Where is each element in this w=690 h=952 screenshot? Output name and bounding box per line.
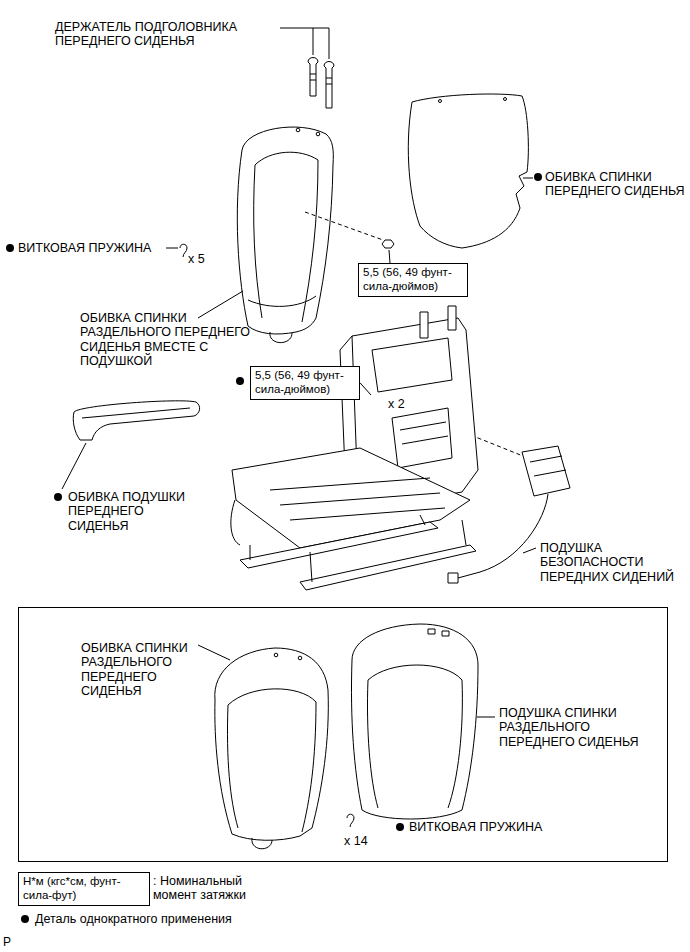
- part-name: ВИТКОВАЯ ПРУЖИНА: [409, 820, 542, 834]
- leader-line: [198, 645, 230, 660]
- part-name: ДЕРЖАТЕЛЬ ПОДГОЛОВНИКА ПЕРЕДНЕГО СИДЕНЬЯ: [55, 20, 280, 49]
- torque-spec-box: 5,5 (56, 49 фунт-сила-дюймов): [358, 263, 468, 297]
- seat-back-pad-alt: [367, 665, 462, 808]
- seat-cushion-cover: [82, 408, 190, 418]
- part-name: ОБИВКА СПИНКИ РАЗДЕЛЬНОГО ПЕРЕДНЕГО СИДЕ…: [81, 641, 211, 699]
- airbag: [530, 456, 566, 476]
- leader-line: [523, 178, 533, 179]
- leader-line: [62, 443, 86, 489]
- leader-line: [523, 548, 536, 553]
- seat-back-pad: [270, 332, 292, 343]
- seat-back-pad: [248, 152, 318, 322]
- seat-back-board: [439, 100, 442, 103]
- seat-cushion-cover: [73, 401, 199, 440]
- seat-back-cover: [215, 648, 329, 840]
- torque-spec-box: 5,5 (56, 49 фунт-сила-дюймов): [250, 366, 360, 400]
- seat-frame: [448, 306, 456, 330]
- legend-text: Деталь однократного применения: [35, 912, 232, 926]
- seat-back-board: [504, 98, 507, 101]
- single-use-dot: [236, 377, 244, 385]
- single-use-dot: [21, 915, 29, 923]
- coil-spring: [180, 244, 187, 257]
- single-use-dot: [396, 823, 404, 831]
- seat-frame: [372, 338, 452, 392]
- seat-frame: [400, 422, 448, 444]
- leader-line: [62, 28, 536, 717]
- legend-entry: : Номинальный момент затяжки: [153, 874, 263, 903]
- seat-frame: [300, 545, 476, 590]
- part-name: ОБИВКА ПОДУШКИ ПЕРЕДНЕГО СИДЕНЬЯ: [68, 490, 198, 533]
- seat-back-cover: [274, 653, 278, 657]
- leader-line: [360, 383, 371, 395]
- headrest-support: [308, 58, 318, 97]
- seat-back-cover: [215, 648, 329, 849]
- headrest-support: [310, 74, 332, 84]
- seat-frame: [231, 500, 240, 545]
- seat-back-pad-alt: [428, 629, 435, 634]
- quantity: x 14: [344, 834, 368, 848]
- seat-back-cover: [298, 656, 302, 660]
- seat-back-pad: [316, 132, 320, 136]
- quantity: x 5: [188, 252, 205, 266]
- leader-line: [389, 250, 390, 263]
- seat-frame: [232, 448, 470, 548]
- dashed-guide: [305, 212, 383, 240]
- seat-back-pad: [237, 127, 333, 334]
- airbag: [448, 573, 458, 583]
- part-name: ПОДУШКА СПИНКИ РАЗДЕЛЬНОГО ПЕРЕДНЕГО СИД…: [499, 706, 664, 749]
- nut: [382, 240, 394, 248]
- seat-frame: [270, 478, 445, 520]
- seat-back-board: [408, 94, 528, 248]
- seat-back-pad: [296, 128, 300, 132]
- airbag: [458, 494, 548, 578]
- legend-text: : Номинальный момент затяжки: [153, 874, 246, 902]
- leader-line: [166, 248, 178, 249]
- legend-sample-box: Н*м (кгс*см, фунт-сила-фут): [18, 872, 150, 906]
- seat-back-pad-alt: [351, 624, 478, 819]
- leader-line: [477, 717, 495, 718]
- seat-frame: [420, 312, 428, 338]
- seat-frame: [231, 306, 478, 590]
- single-use-dot: [54, 493, 62, 501]
- seat-back-pad-alt: [442, 631, 449, 636]
- single-use-dot: [534, 173, 542, 181]
- airbag: [522, 446, 570, 496]
- seat-back-cover: [227, 689, 316, 832]
- legend-entry: Деталь однократного применения: [35, 912, 232, 926]
- headrest-support: [324, 62, 334, 109]
- part-name: ПОДУШКА БЕЗОПАСНОСТИ ПЕРЕДНИХ СИДЕНИЙ: [540, 541, 680, 584]
- single-use-dot: [6, 173, 542, 923]
- leader-line: [280, 28, 329, 59]
- figure-code: P: [3, 936, 11, 950]
- seat-back-pad-alt: [351, 624, 478, 819]
- torque-value: 5,5 (56, 49 фунт-сила-дюймов): [255, 369, 355, 397]
- seat-back-pad: [237, 127, 333, 343]
- part-name: ОБИВКА СПИНКИ ПЕРЕДНЕГО СИДЕНЬЯ: [545, 170, 685, 199]
- seat-back-board: [408, 94, 528, 248]
- seat-frame: [392, 408, 452, 468]
- part-name: ВИТКОВАЯ ПРУЖИНА: [18, 241, 151, 255]
- headrest-support: [308, 58, 334, 109]
- torque-value: 5,5 (56, 49 фунт-сила-дюймов): [363, 266, 463, 294]
- seat-cushion-cover: [73, 401, 199, 440]
- part-name: ОБИВКА СПИНКИ РАЗДЕЛЬНОГО ПЕРЕДНЕГО СИДЕ…: [80, 311, 280, 369]
- coil-spring: [347, 814, 354, 827]
- parts-panel: ОБИВКА СПИНКИ РАЗДЕЛЬНОГО ПЕРЕДНЕГО СИДЕ…: [18, 607, 668, 862]
- single-use-dot: [6, 244, 14, 252]
- seat-back-cover: [252, 838, 272, 849]
- torque-value: Н*м (кгс*см, фунт-сила-фут): [23, 875, 145, 903]
- quantity: x 2: [388, 397, 405, 411]
- leader-line: [198, 291, 243, 318]
- seat-frame: [250, 515, 466, 582]
